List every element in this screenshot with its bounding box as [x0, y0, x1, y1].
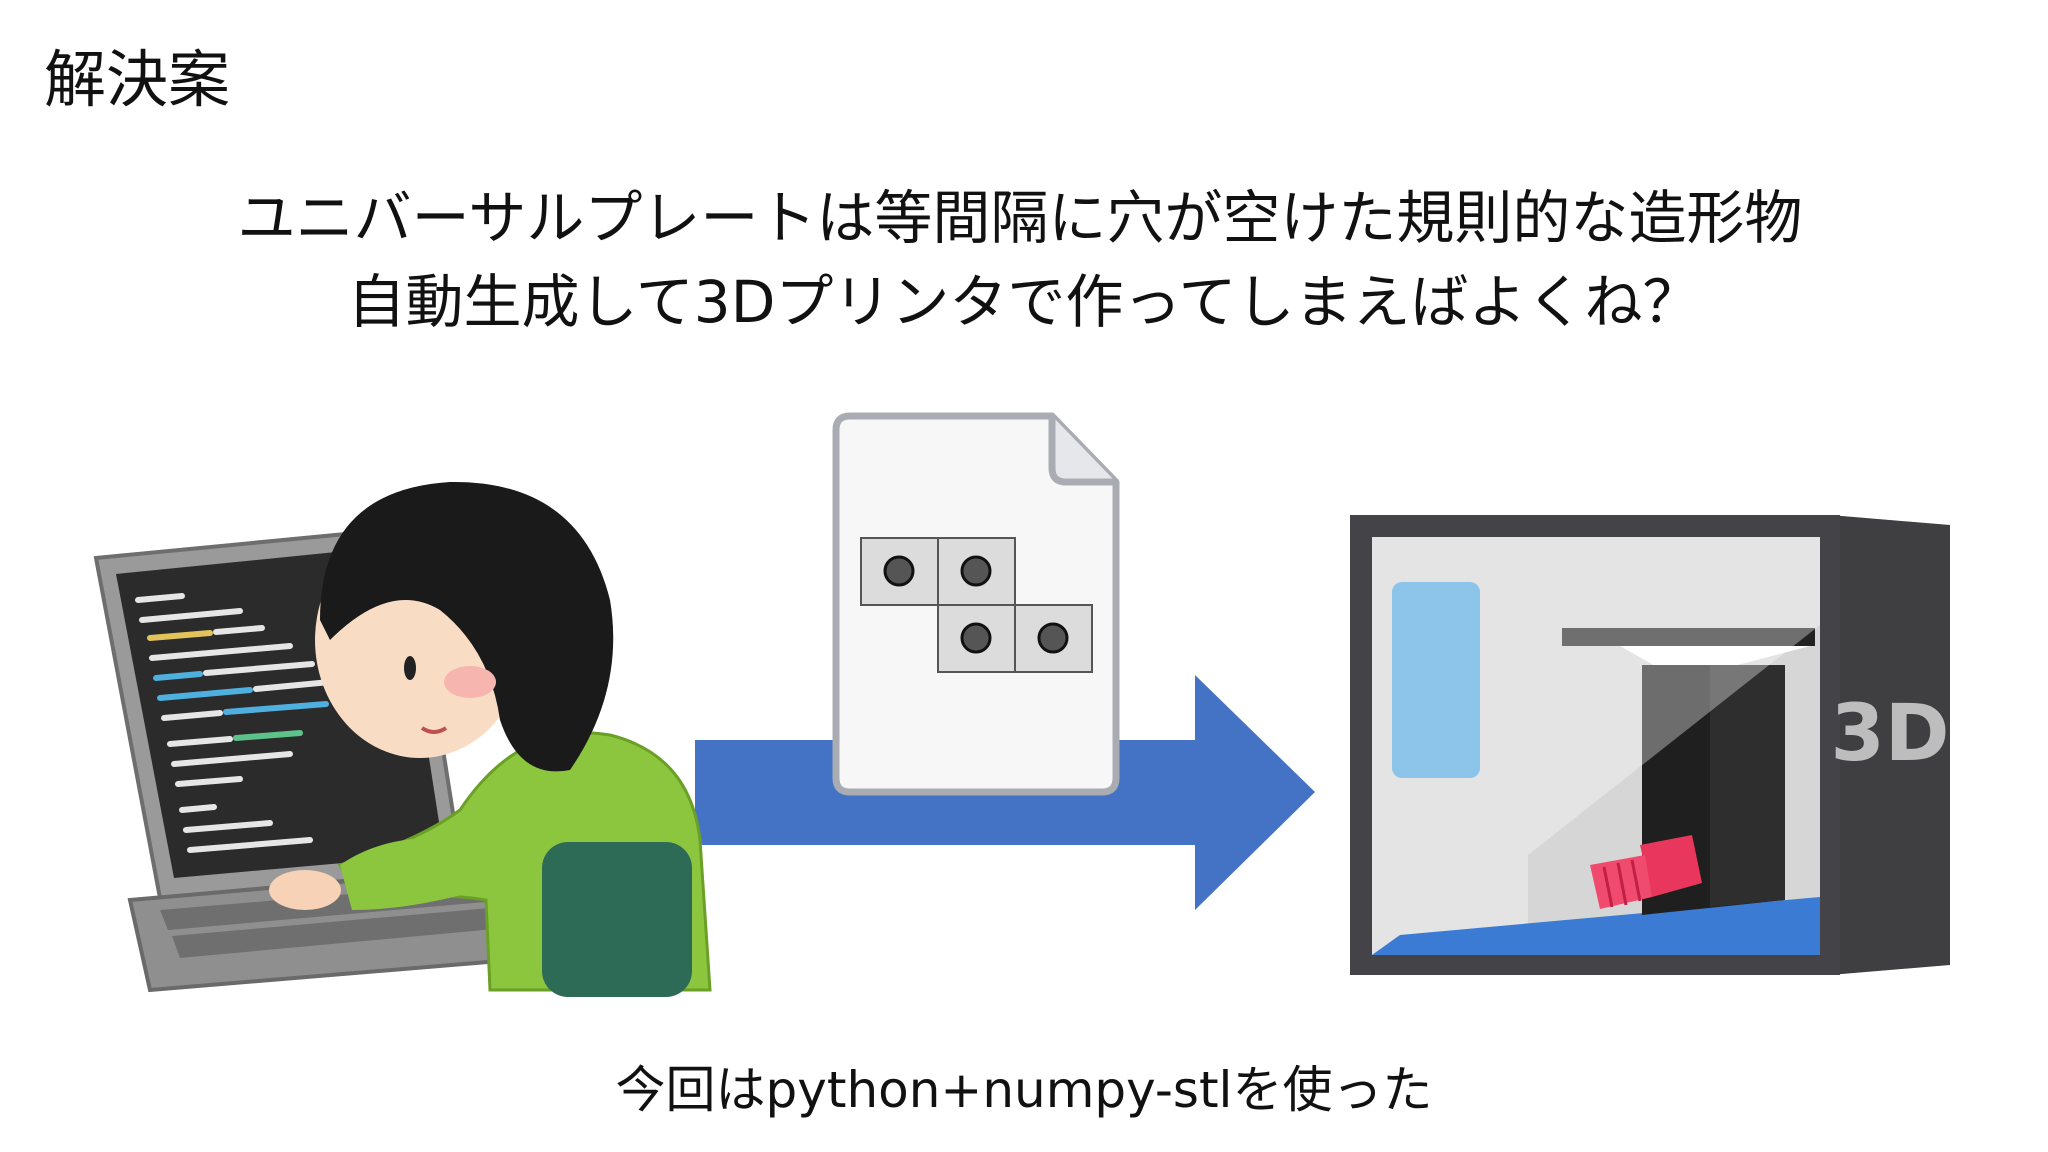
printer-side-panel: [1830, 515, 1950, 975]
printer-print-head-shade: [1710, 665, 1785, 907]
slide-title: 解決案: [44, 43, 231, 116]
headline-line-2: 自動生成して3Dプリンタで作ってしまえばよくね？: [347, 268, 1701, 336]
printer-bed: [1372, 897, 1820, 955]
programmer-arm: [340, 837, 480, 910]
programmer-hand: [269, 870, 341, 910]
printed-part: [1590, 835, 1702, 909]
file-corner-fold: [1048, 416, 1116, 486]
programmer-illustration: [93, 481, 712, 997]
plate-holes: [883, 555, 1069, 654]
programmer-cheek: [444, 666, 496, 698]
code-lines: [135, 593, 333, 853]
caption: 今回はpython+numpy-stlを使った: [615, 1061, 1433, 1119]
programmer-mouth: [420, 726, 448, 734]
printer-3d-label: 3D: [1830, 689, 1949, 779]
printer-window: [1392, 582, 1480, 778]
printer-glass-reflection: [1528, 537, 1820, 855]
plate-hole: [1037, 622, 1069, 654]
chair-back: [542, 842, 692, 997]
plate-hole: [960, 622, 992, 654]
plate-hole: [960, 555, 992, 587]
programmer-eye: [404, 656, 416, 680]
plate-hole: [883, 555, 915, 587]
printer-gantry: [1562, 628, 1815, 646]
stl-file-icon: [832, 412, 1120, 796]
programmer-hair: [320, 481, 614, 772]
3d-printer-illustration: 3D: [1350, 515, 1950, 975]
headline-line-1: ユニバーサルプレートは等間隔に穴が空けた規則的な造形物: [237, 184, 1803, 252]
